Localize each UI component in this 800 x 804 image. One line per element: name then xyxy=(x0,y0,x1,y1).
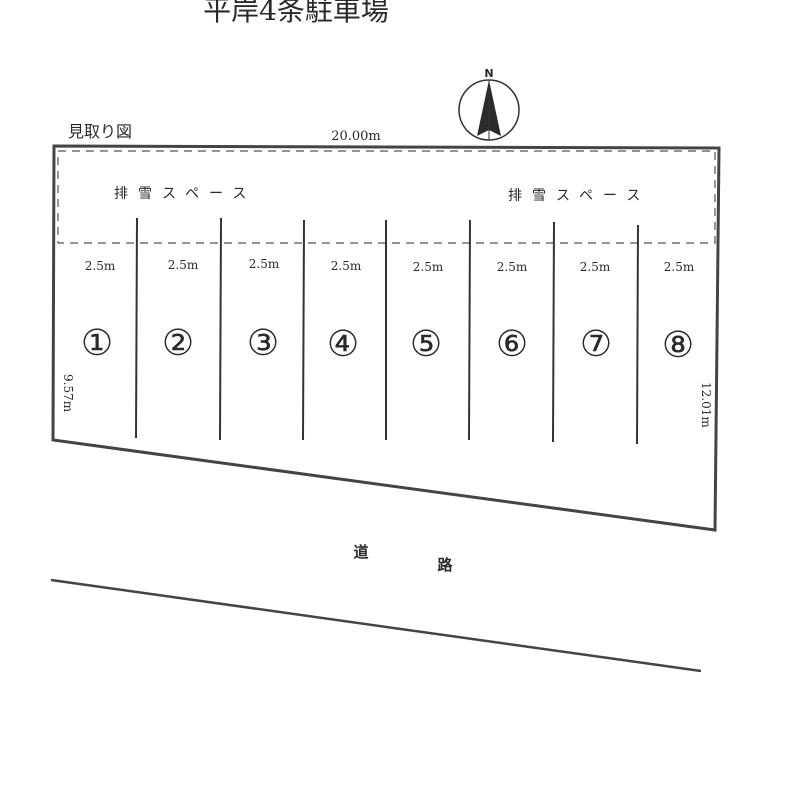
space-width-8: 2.5m xyxy=(664,260,695,274)
space-width-3: 2.5m xyxy=(249,257,280,271)
space-number-1: ① xyxy=(81,323,113,364)
space-width-4: 2.5m xyxy=(331,259,362,273)
subtitle: 見取り図 xyxy=(68,122,132,141)
space-number-4: ④ xyxy=(327,324,359,365)
space-width-6: 2.5m xyxy=(497,260,528,274)
space-number-8: ⑧ xyxy=(662,325,694,366)
space-width-7: 2.5m xyxy=(580,260,611,274)
space-number-6: ⑥ xyxy=(496,324,528,365)
snow-space-area xyxy=(57,150,716,244)
north-compass-icon: N xyxy=(458,67,520,141)
road-edge-line xyxy=(50,578,702,673)
stall-dividers xyxy=(135,217,639,445)
lot-outline xyxy=(51,144,721,532)
space-number-2: ② xyxy=(162,323,194,364)
space-numbers: ① ② ③ ④ ⑤ ⑥ ⑦ ⑧ xyxy=(81,323,694,366)
space-width-1: 2.5m xyxy=(85,259,116,273)
space-width-labels: 2.5m 2.5m 2.5m 2.5m 2.5m 2.5m 2.5m 2.5m xyxy=(85,257,695,274)
north-label: N xyxy=(484,67,493,80)
space-number-7: ⑦ xyxy=(580,324,612,365)
space-number-5: ⑤ xyxy=(410,324,442,365)
road-label-2: 路 xyxy=(437,556,453,574)
road-label-1: 道 xyxy=(353,543,368,561)
space-width-2: 2.5m xyxy=(168,258,199,272)
right-depth-label: 12.01m xyxy=(699,382,713,428)
space-width-5: 2.5m xyxy=(413,260,444,274)
top-width-label: 20.00m xyxy=(331,129,381,144)
snow-space-label-left: 排雪スペース xyxy=(114,186,256,202)
snow-space-label-right: 排雪スペース xyxy=(508,188,650,204)
page-title: 平岸4条駐車場 xyxy=(203,0,389,27)
space-number-3: ③ xyxy=(247,323,279,364)
left-depth-label: 9.57m xyxy=(61,374,75,413)
